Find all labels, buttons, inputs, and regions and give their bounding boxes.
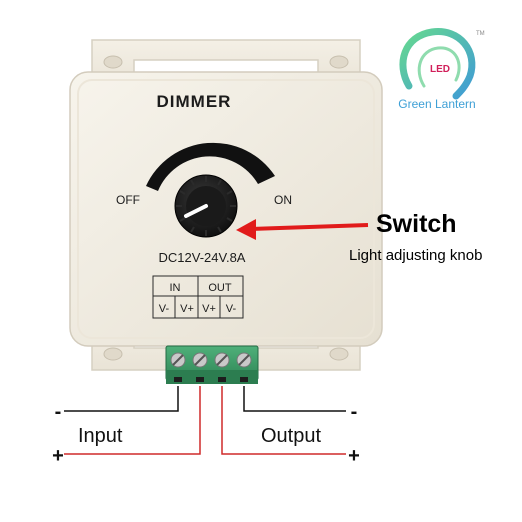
output-negative-wire xyxy=(243,386,346,412)
in-label: IN xyxy=(170,282,181,294)
terminal-screw-icon[interactable] xyxy=(214,352,230,368)
brand-logo: LED TM Green Lantern xyxy=(398,28,485,111)
terminal-block xyxy=(165,345,259,384)
dimmer-device: DIMMER OFF ON xyxy=(69,39,383,384)
voltage-rating: DC12V-24V.8A xyxy=(159,250,246,265)
out-label: OUT xyxy=(208,282,232,294)
wiring-diagram xyxy=(64,386,346,455)
terminal-label: V+ xyxy=(180,303,194,315)
knob-grip-icon xyxy=(176,176,236,236)
knob-pointer-icon xyxy=(184,204,208,218)
callout-title: Switch xyxy=(376,210,457,238)
on-label: ON xyxy=(274,193,292,207)
screw-hole-icon xyxy=(329,55,349,69)
device-title: DIMMER xyxy=(157,92,232,111)
terminal-label: V- xyxy=(159,303,170,315)
lantern-ring-icon xyxy=(399,28,476,100)
screw-hole-icon xyxy=(329,347,349,361)
screw-hole-icon xyxy=(103,55,123,69)
output-plus-sign: + xyxy=(348,445,360,467)
housing-bevel xyxy=(77,79,375,339)
terminal-label: V+ xyxy=(202,303,216,315)
output-minus-sign: - xyxy=(351,401,358,423)
trademark-mark: TM xyxy=(476,31,485,37)
input-plus-sign: + xyxy=(52,445,64,467)
off-label: OFF xyxy=(116,193,140,207)
terminal-screw-icon[interactable] xyxy=(192,352,208,368)
screw-hole-icon xyxy=(103,347,123,361)
input-label: Input xyxy=(78,425,123,447)
logo-badge: LED xyxy=(430,64,450,75)
callout-subtitle: Light adjusting knob xyxy=(349,247,482,264)
output-positive-wire xyxy=(221,386,346,455)
logo-brand-name: Green Lantern xyxy=(398,97,475,111)
input-positive-wire xyxy=(64,386,201,455)
dimmer-knob[interactable] xyxy=(174,174,238,238)
callout-arrow-icon xyxy=(236,219,369,240)
terminal-screw-icon[interactable] xyxy=(170,352,186,368)
output-label: Output xyxy=(261,425,321,447)
input-minus-sign: - xyxy=(55,401,62,423)
terminal-label: V- xyxy=(226,303,237,315)
input-negative-wire xyxy=(64,386,179,412)
lantern-inner-ring-icon xyxy=(417,46,461,88)
terminal-label-table xyxy=(152,275,244,319)
terminal-screw-icon[interactable] xyxy=(236,352,252,368)
dial-arc-icon xyxy=(146,142,275,191)
